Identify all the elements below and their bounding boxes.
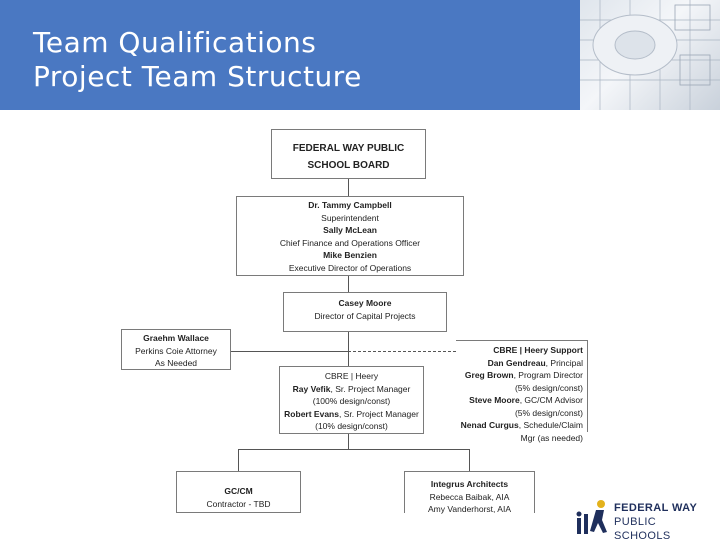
- support-role-2: , Program Director: [513, 370, 583, 380]
- connector-bottom-bar: [238, 449, 469, 450]
- support-member-2: Greg Brown, Program Director: [456, 369, 583, 382]
- connector-support-dashed: [348, 351, 456, 352]
- gccm-box: GC/CM Contractor - TBD: [176, 471, 301, 513]
- connector-board-superintendent: [348, 178, 349, 196]
- running-figures-icon: [576, 500, 607, 534]
- architects-box: Integrus Architects Rebecca Baibak, AIA …: [404, 471, 535, 514]
- operations-director-name: Mike Benzien: [323, 250, 377, 260]
- cbre-name-2: Robert Evans: [284, 408, 339, 419]
- cbre-note-2: (10% design/const): [315, 421, 388, 431]
- connector-architects: [469, 449, 470, 471]
- blueprint-image: [580, 0, 720, 110]
- superintendent-name: Dr. Tammy Campbell: [308, 200, 392, 210]
- cbre-role-2: , Sr. Project Manager: [338, 408, 419, 419]
- gccm-contractor: Contractor - TBD: [206, 498, 271, 509]
- attorney-role: Perkins Coie Attorney: [135, 345, 217, 356]
- cbre-heery-box: CBRE | Heery Ray Vefik, Sr. Project Mana…: [279, 366, 424, 434]
- superintendent-box: Dr. Tammy Campbell Superintendent Sally …: [236, 196, 464, 276]
- connector-gccm: [238, 449, 239, 471]
- district-logo: FEDERAL WAY PUBLIC SCHOOLS: [574, 498, 714, 540]
- board-line-2: SCHOOL BOARD: [307, 160, 390, 171]
- title-banner: [0, 0, 580, 110]
- architect-2: Amy Vanderhorst, AIA: [428, 504, 511, 514]
- support-heading: CBRE | Heery Support: [493, 345, 583, 355]
- capital-director-role: Director of Capital Projects: [314, 310, 416, 321]
- attorney-note: As Needed: [154, 358, 198, 368]
- attorney-box: Graehm Wallace Perkins Coie Attorney As …: [121, 329, 231, 370]
- cfo-role: Chief Finance and Operations Officer: [279, 237, 421, 248]
- logo-line-2: PUBLIC SCHOOLS: [614, 516, 671, 540]
- architect-1: Rebecca Baibak, AIA: [429, 491, 510, 502]
- support-member-4: Nenad Curgus, Schedule/Claim: [456, 419, 583, 432]
- attorney-name: Graehm Wallace: [143, 333, 209, 343]
- title-line-2: Project Team Structure: [33, 60, 362, 93]
- support-note-4: Mgr (as needed): [520, 432, 583, 443]
- support-name-2: Greg Brown: [464, 370, 514, 380]
- capital-projects-box: Casey Moore Director of Capital Projects: [283, 292, 447, 332]
- logo-line-1: FEDERAL WAY: [614, 502, 698, 514]
- capital-director-name: Casey Moore: [338, 298, 392, 308]
- logo-text: FEDERAL WAY PUBLIC SCHOOLS: [614, 501, 714, 540]
- connector-attorney: [231, 351, 348, 352]
- cbre-member-1: Ray Vefik, Sr. Project Manager: [280, 383, 423, 396]
- support-note-2: (5% design/const): [514, 382, 583, 393]
- cbre-heading: CBRE | Heery: [324, 371, 379, 381]
- school-board-box: FEDERAL WAY PUBLIC SCHOOL BOARD: [271, 129, 426, 179]
- board-line-1: FEDERAL WAY PUBLIC: [292, 143, 405, 154]
- slide-title: Team Qualifications Project Team Structu…: [33, 26, 362, 94]
- connector-superintendent-capital: [348, 276, 349, 292]
- superintendent-role: Superintendent: [321, 212, 379, 223]
- cbre-member-2: Robert Evans, Sr. Project Manager: [280, 408, 423, 421]
- support-role-3: , GC/CM Advisor: [519, 395, 583, 405]
- support-member-1: Dan Gendreau, Principal: [456, 357, 583, 370]
- gccm-title: GC/CM: [224, 486, 253, 496]
- support-member-3: Steve Moore, GC/CM Advisor: [456, 394, 583, 407]
- cbre-note-1: (100% design/const): [312, 396, 391, 406]
- cbre-heery-support-box: CBRE | Heery Support Dan Gendreau, Princ…: [456, 340, 588, 443]
- cbre-name-1: Ray Vefik: [292, 383, 331, 394]
- support-role-4: , Schedule/Claim: [518, 420, 583, 430]
- support-name-3: Steve Moore: [469, 395, 520, 405]
- cbre-role-1: , Sr. Project Manager: [330, 383, 411, 394]
- support-note-3: (5% design/const): [514, 407, 583, 418]
- title-line-1: Team Qualifications: [33, 26, 317, 59]
- operations-director-role: Executive Director of Operations: [288, 262, 412, 273]
- support-role-1: , Principal: [545, 357, 583, 368]
- support-name-4: Nenad Curgus: [460, 420, 519, 430]
- architects-heading: Integrus Architects: [430, 479, 509, 489]
- support-name-1: Dan Gendreau: [487, 357, 546, 368]
- cfo-name: Sally McLean: [323, 225, 377, 235]
